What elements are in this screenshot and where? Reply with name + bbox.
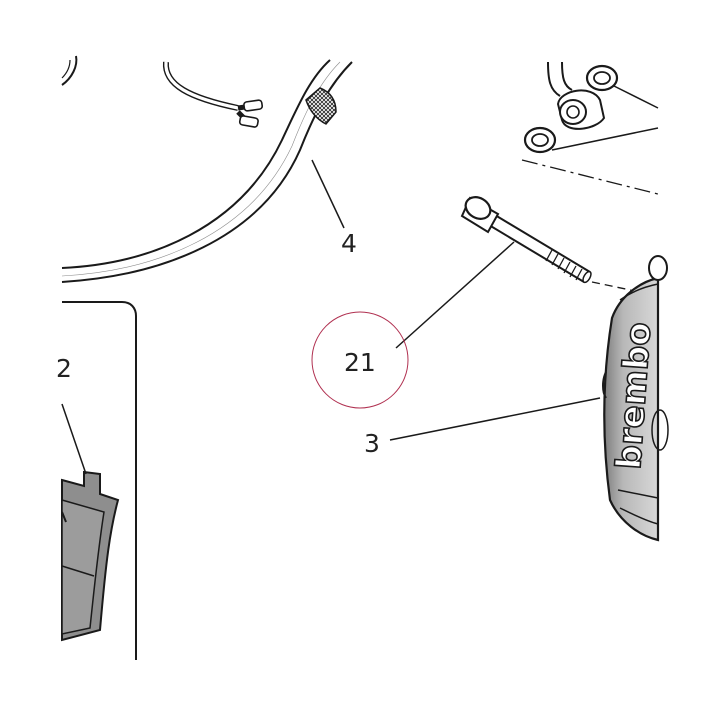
- leader-line-4: [311, 159, 345, 229]
- washer-top: [585, 64, 619, 92]
- wire-connector: [238, 99, 264, 128]
- banjo-fitting-assembly: [521, 61, 659, 195]
- assembly-axis-line: [521, 159, 659, 195]
- callout-label-21: 21: [344, 348, 376, 377]
- brake-hose: [61, 59, 353, 283]
- braided-section: [305, 87, 337, 125]
- bracket-outline: [62, 301, 137, 660]
- leader-line-21: [395, 241, 515, 349]
- sensor-wires: [162, 61, 264, 128]
- brake-caliper: brembo: [602, 255, 669, 542]
- callout-label-4: 4: [341, 229, 357, 258]
- bolt-thread: [545, 249, 583, 281]
- washer-bottom: [523, 126, 557, 154]
- banjo-fitting: [556, 89, 606, 130]
- leader-lines: [61, 159, 601, 475]
- brake-pad: [61, 470, 120, 642]
- leader-line-3: [389, 397, 601, 441]
- hose-stub-top-left: [61, 55, 78, 86]
- leader-line-2: [61, 403, 87, 475]
- caliper-side-detail: [602, 371, 607, 399]
- bolt-head: [460, 196, 500, 234]
- callout-label-3: 3: [364, 429, 380, 458]
- caliper-bolt: [460, 196, 641, 293]
- highlight-circle: [311, 311, 409, 409]
- callout-label-2: 2: [56, 354, 72, 383]
- caliper-brand-logo: brembo: [609, 321, 659, 471]
